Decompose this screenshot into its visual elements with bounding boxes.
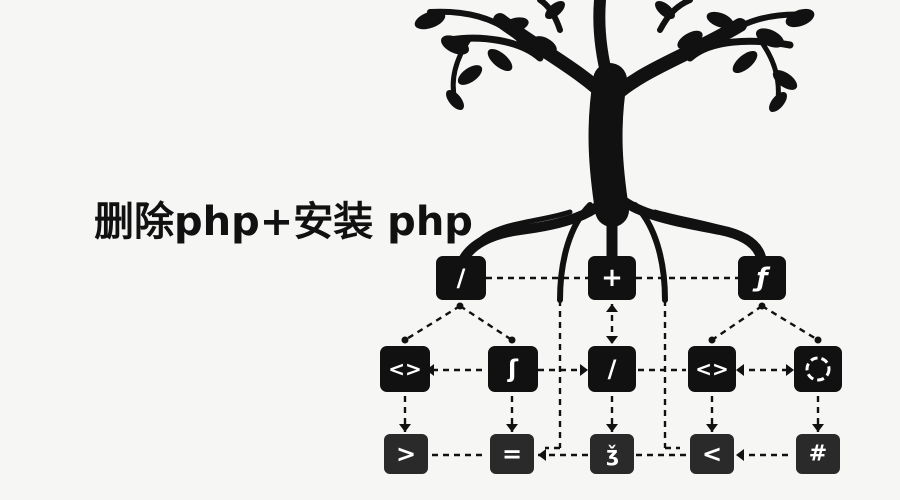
node-bottom-5: #	[796, 434, 840, 474]
node-mid-3: /	[588, 346, 636, 392]
node-mid-1: <>	[380, 346, 430, 392]
node-mid-3-glyph: /	[608, 355, 617, 383]
node-bottom-1-glyph: >	[396, 440, 416, 468]
leaf-cluster	[414, 1, 815, 112]
node-root-left-glyph: /	[457, 264, 466, 292]
node-bottom-2-glyph: =	[502, 440, 522, 468]
cycle-icon	[805, 356, 831, 382]
page-title: 删除php+安装 php	[94, 199, 473, 245]
node-bottom-4-glyph: <	[702, 440, 722, 468]
node-root-left: /	[436, 256, 486, 300]
node-bottom-3-glyph: ǯ	[606, 442, 618, 466]
node-bottom-4: <	[690, 434, 734, 474]
node-bottom-1: >	[384, 434, 428, 474]
node-root-center-glyph: +	[601, 263, 623, 293]
node-root-center: +	[588, 256, 636, 300]
node-mid-4-glyph: <>	[695, 357, 729, 381]
tree-icon	[427, 0, 813, 303]
node-bottom-5-glyph: #	[809, 442, 827, 467]
node-mid-4: <>	[688, 346, 736, 392]
connectors	[399, 276, 824, 461]
node-mid-1-glyph: <>	[388, 357, 422, 381]
node-mid-5	[794, 346, 842, 392]
node-root-right-glyph: ƒ	[752, 263, 770, 293]
node-bottom-2: =	[490, 434, 534, 474]
node-bottom-3: ǯ	[590, 434, 634, 474]
node-mid-2-glyph: ʃ	[507, 355, 519, 383]
node-mid-2: ʃ	[488, 346, 538, 392]
node-root-right: ƒ	[738, 256, 786, 300]
